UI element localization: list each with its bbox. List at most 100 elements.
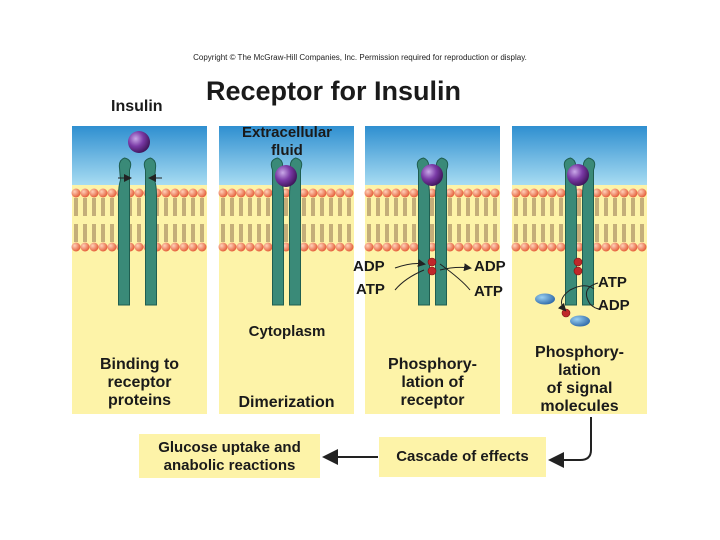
lipid-head (373, 242, 383, 252)
lipid-head (490, 242, 500, 252)
phosphorylation-arrow-left (394, 259, 426, 269)
lipid-head (547, 242, 557, 252)
receptor-pair (416, 157, 449, 306)
insulin-molecule (421, 164, 443, 186)
glucose-uptake-text: Glucose uptake and anabolic reactions (158, 439, 301, 474)
lipid-head (161, 242, 171, 252)
lipid-head (107, 188, 117, 198)
flow-arrow-to-cascade (548, 417, 592, 468)
lipid-head (344, 188, 354, 198)
signal-molecule-phosphorylated (570, 315, 590, 327)
copyright-notice: Copyright © The McGraw-Hill Companies, I… (193, 53, 527, 62)
lipid-head (445, 242, 455, 252)
lipid-head (391, 242, 401, 252)
lipid-head (89, 242, 99, 252)
cytoplasm-label: Cytoplasm (248, 323, 326, 340)
lipid-head (529, 188, 539, 198)
lipid-head (80, 242, 90, 252)
lipid-head (538, 188, 548, 198)
lipid-head (197, 242, 207, 252)
lipid-head (400, 242, 410, 252)
lipid-head (308, 188, 318, 198)
lipid-head (197, 188, 207, 198)
caption-phosphorylation-receptor: Phosphory- lation of receptor (388, 356, 477, 409)
lipid-head (326, 188, 336, 198)
lipid-head (490, 188, 500, 198)
receptor-half (563, 157, 577, 306)
page-title: Receptor for Insulin (206, 76, 462, 106)
phosphorylation-curve-left (394, 269, 425, 291)
receptor-half (435, 157, 449, 306)
lipid-head (592, 188, 602, 198)
signal-arrow (558, 285, 595, 312)
panel-4 (511, 126, 647, 414)
lipid-head (308, 242, 318, 252)
lipid-head (71, 242, 81, 252)
lipid-head (454, 242, 464, 252)
lipid-head (481, 188, 491, 198)
lipid-head (299, 242, 309, 252)
lipid-head (556, 242, 566, 252)
adp-label-right: ADP (474, 258, 506, 275)
phosphate-group (427, 266, 437, 276)
lipid-head (188, 242, 198, 252)
lipid-head (161, 188, 171, 198)
lipid-head (227, 188, 237, 198)
lipid-head (592, 242, 602, 252)
lipid-head (80, 188, 90, 198)
insulin-label: Insulin (111, 98, 163, 115)
lipid-head (628, 242, 638, 252)
phosphate-group (573, 257, 583, 267)
lipid-head (263, 242, 273, 252)
lipid-head (254, 242, 264, 252)
lipid-head (463, 188, 473, 198)
lipid-head (263, 188, 273, 198)
lipid-head (391, 188, 401, 198)
lipid-head (170, 188, 180, 198)
lipid-head (400, 188, 410, 198)
phosphate-group (561, 308, 571, 318)
lipid-head (317, 188, 327, 198)
extracellular-fluid-label: Extracellular fluid (241, 124, 333, 159)
atp-label-left: ATP (356, 281, 385, 298)
lipid-head (610, 188, 620, 198)
lipid-head (373, 188, 383, 198)
lipid-head (382, 242, 392, 252)
receptor-half (143, 157, 157, 306)
lipid-head (107, 242, 117, 252)
lipid-head (556, 188, 566, 198)
lipid-head (218, 242, 228, 252)
signal-atp-curve (585, 282, 601, 310)
lipid-head (364, 188, 374, 198)
lipid-head (472, 242, 482, 252)
lipid-head (520, 188, 530, 198)
lipid-head (463, 242, 473, 252)
lipid-head (89, 188, 99, 198)
lipid-head (134, 242, 144, 252)
panel-2 (218, 126, 354, 414)
lipid-head (511, 242, 521, 252)
atp-label-right: ATP (474, 283, 503, 300)
lipid-head (628, 188, 638, 198)
lipid-head (547, 188, 557, 198)
lipid-head (610, 242, 620, 252)
lipid-head (637, 242, 647, 252)
lipid-head (254, 188, 264, 198)
lipid-head (511, 188, 521, 198)
lipid-head (71, 188, 81, 198)
adp-label-left: ADP (353, 258, 385, 275)
lipid-head (179, 242, 189, 252)
receptor-half (118, 157, 132, 306)
receptor-half (270, 157, 284, 306)
lipid-head (364, 242, 374, 252)
lipid-head (445, 188, 455, 198)
lipid-head (317, 242, 327, 252)
receptor-half (416, 157, 430, 306)
lipid-head (335, 242, 345, 252)
lipid-head (619, 242, 629, 252)
receptor-pair (563, 157, 596, 306)
lipid-head (227, 242, 237, 252)
lipid-head (170, 242, 180, 252)
lipid-head (326, 242, 336, 252)
